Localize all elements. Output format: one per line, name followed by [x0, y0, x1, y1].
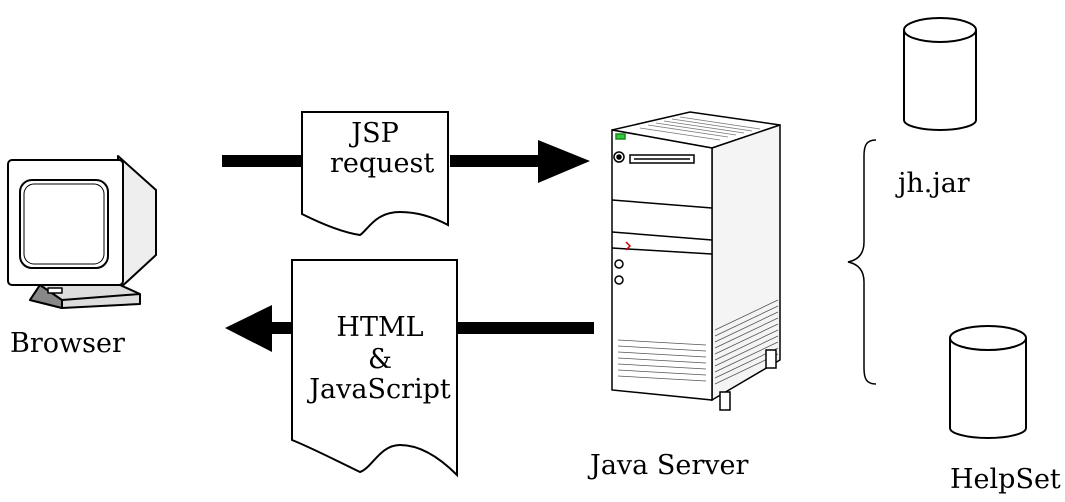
response-document-icon	[291, 259, 458, 478]
response-document-label-line2: &	[367, 344, 393, 375]
server-label: Java Server	[590, 450, 749, 481]
request-document-label-line2: request	[330, 148, 435, 179]
request-document-label-line1: JSP	[351, 118, 399, 149]
helpset-database-icon	[949, 325, 1027, 439]
brace-icon	[847, 139, 877, 385]
request-arrow	[222, 140, 590, 183]
request-document-icon	[301, 111, 449, 237]
browser-label: Browser	[10, 328, 125, 359]
jar-database-icon	[903, 17, 977, 131]
response-document-label-line3: JavaScript	[309, 374, 451, 405]
helpset-label: HelpSet	[950, 464, 1061, 495]
desktop-computer-icon	[7, 155, 157, 309]
tower-server-icon	[611, 111, 781, 411]
jar-label: jh.jar	[898, 168, 970, 199]
response-document-label-line1: HTML	[336, 312, 424, 343]
